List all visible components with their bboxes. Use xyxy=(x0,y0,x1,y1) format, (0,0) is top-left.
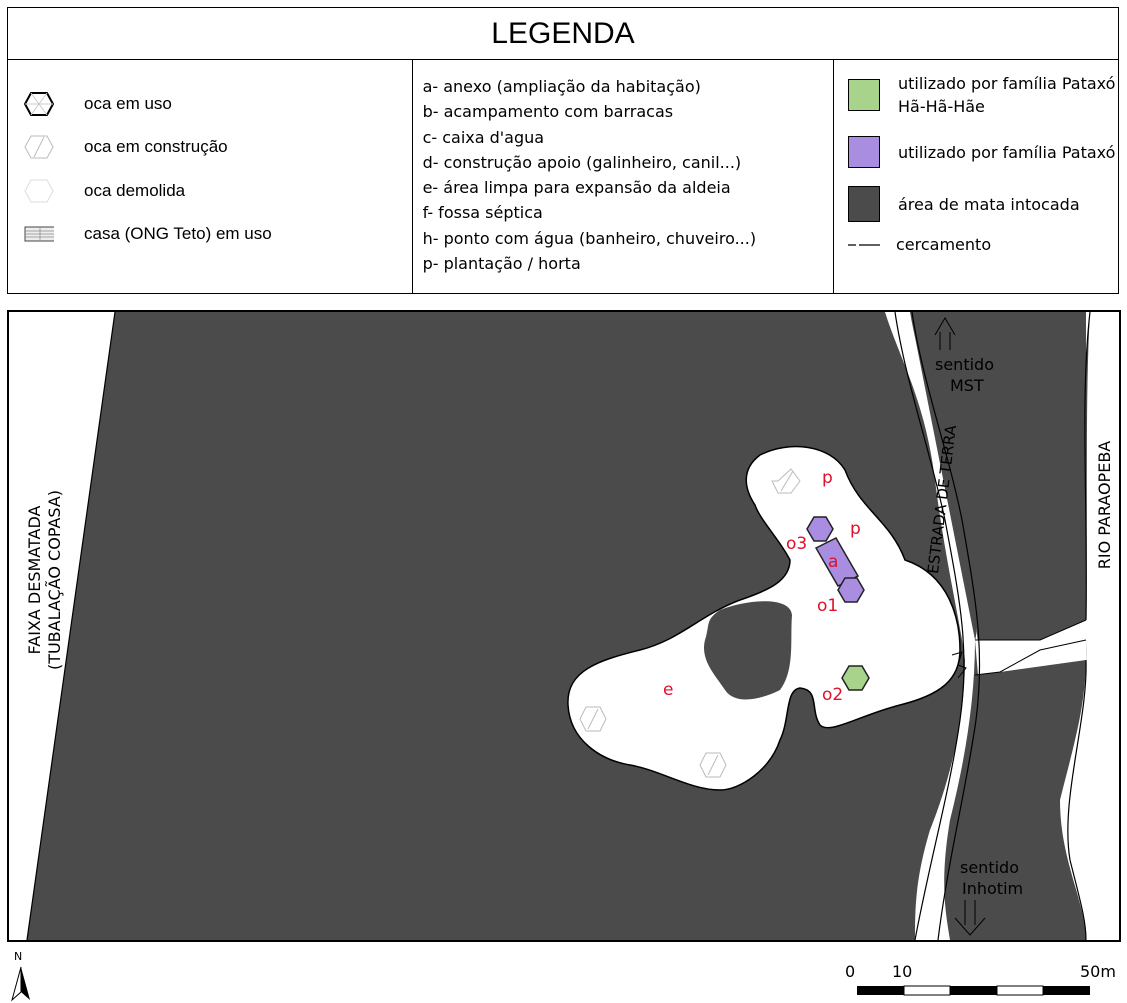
south-direction-label: Inhotim xyxy=(962,879,1023,898)
hexagon-faint-icon xyxy=(24,179,54,203)
path-to-river xyxy=(975,620,1086,675)
south-direction-label: sentido xyxy=(960,858,1019,877)
scale-label: 50m xyxy=(1080,962,1116,981)
oca-construction xyxy=(771,468,801,494)
legend-symbol-row: oca demolida xyxy=(8,169,412,213)
legend-symbols: oca em uso oca em construção oca demolid… xyxy=(8,60,413,294)
legend-color-label: área de mata intocada xyxy=(898,194,1080,214)
left-strip-label: FAIXA DESMATADA xyxy=(25,505,44,654)
north-direction-label: sentido xyxy=(935,355,994,374)
oca-o2 xyxy=(841,665,870,691)
north-label: N xyxy=(14,950,22,963)
legend-code: e- área limpa para expansão da aldeia xyxy=(422,178,731,198)
north-direction-label: MST xyxy=(950,376,984,395)
legend-codes: a- anexo (ampliação da habitação) b- aca… xyxy=(413,60,834,294)
forest-swatch xyxy=(848,186,880,222)
forest-area-east xyxy=(910,312,1090,940)
legend-code: c- caixa d'agua xyxy=(422,127,545,147)
legend-code: a- anexo (ampliação da habitação) xyxy=(422,77,701,96)
legend-color-label: utilizado por família Pataxó xyxy=(898,142,1116,162)
purple-swatch xyxy=(848,136,880,168)
label-p: p xyxy=(850,519,861,539)
legend-color-label: utilizado por família Pataxó Hã-Hã-Hãe xyxy=(898,74,1116,116)
label-p: p xyxy=(822,468,833,488)
oca-o3 xyxy=(806,516,834,542)
forest-island xyxy=(704,601,792,700)
left-strip-label: (TUBALAÇÃO COPASA) xyxy=(45,490,64,670)
north-arrow-icon xyxy=(11,966,22,1002)
fence-line-icon xyxy=(848,243,880,246)
scale-label: 10 xyxy=(892,962,912,981)
oca-o1 xyxy=(837,577,865,603)
label-o1: o1 xyxy=(817,596,838,616)
legend-color-row: utilizado por família Pataxó Hã-Hã-Hãe xyxy=(848,72,1118,118)
legend-code: d- construção apoio (galinheiro, canil..… xyxy=(422,152,742,172)
legend-symbol-label: casa (ONG Teto) em uso xyxy=(84,224,272,244)
legend-symbol-label: oca em uso xyxy=(84,93,172,113)
river-label: RIO PARAOPEBA xyxy=(1095,441,1114,570)
green-swatch xyxy=(848,79,880,111)
legend-symbol-row: oca em uso xyxy=(8,82,412,126)
hexagon-solid-icon xyxy=(24,91,54,116)
legend-color-label: cercamento xyxy=(896,235,992,254)
legend-color-row: utilizado por família Pataxó xyxy=(848,129,1118,175)
label-a: a xyxy=(828,552,838,572)
label-o3: o3 xyxy=(786,534,807,554)
legend-colors: utilizado por família Pataxó Hã-Hã-Hãe u… xyxy=(834,60,1118,294)
legend-code: f- fossa séptica xyxy=(422,203,543,223)
oca-construction xyxy=(699,752,727,778)
legend-symbol-row: casa (ONG Teto) em uso xyxy=(8,213,412,257)
arrow-up-icon xyxy=(934,317,956,350)
legend-color-row: área de mata intocada xyxy=(848,186,1118,222)
annex-a xyxy=(814,537,860,587)
forest-area-northeast xyxy=(910,312,1086,650)
hexagon-light-slash-icon xyxy=(24,135,54,159)
scale-label: 0 xyxy=(845,962,855,981)
legend-code: p- plantação / horta xyxy=(422,254,581,274)
legend-symbol-label: oca demolida xyxy=(84,180,186,200)
arrow-down-icon xyxy=(954,900,986,936)
fence xyxy=(951,651,967,679)
label-o2: o2 xyxy=(822,685,843,705)
house-grid-icon xyxy=(24,226,54,242)
oca-construction xyxy=(579,706,607,732)
legend-code: h- ponto com água (banheiro, chuveiro...… xyxy=(422,228,757,248)
legend-title: LEGENDA xyxy=(8,8,1118,60)
legend-color-row: cercamento xyxy=(848,233,1118,256)
legend-symbol-row: oca em construção xyxy=(8,126,412,170)
label-e: e xyxy=(663,680,673,700)
legend: LEGENDA oca em uso oca em construção oca… xyxy=(7,7,1119,294)
scale-bar: 0 10 50m xyxy=(845,962,1116,996)
legend-code: b- acampamento com barracas xyxy=(422,102,674,122)
legend-symbol-label: oca em construção xyxy=(84,137,228,157)
